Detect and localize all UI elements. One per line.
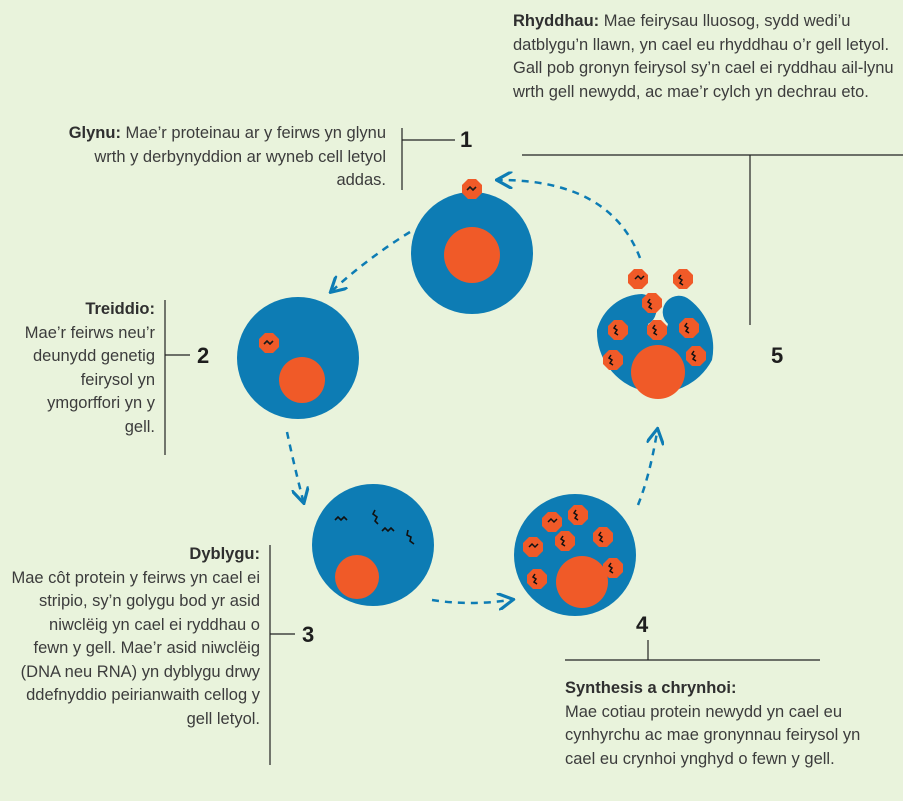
- stage-number-4: 4: [636, 612, 648, 638]
- leader-lines: [165, 128, 903, 765]
- stage-3-description: Dyblygu: Mae côt protein y feirws yn cae…: [10, 543, 260, 731]
- stage-1-title: Glynu:: [69, 124, 121, 142]
- arrow-2-to-3: [287, 432, 303, 500]
- cell-5: [597, 269, 713, 399]
- stage-3-title: Dyblygu:: [189, 545, 260, 563]
- arrow-4-to-5: [638, 432, 657, 505]
- stage-5-description: Rhyddhau: Mae feirysau lluosog, sydd wed…: [513, 10, 903, 104]
- stage-2-body: Mae’r feirws neu’r deunydd genetig feiry…: [25, 324, 155, 436]
- stage-3-body: Mae côt protein y feirws yn cael ei stri…: [11, 569, 260, 728]
- cell-1: [411, 179, 533, 314]
- stage-5-title: Rhyddhau:: [513, 12, 599, 30]
- stage-number-1: 1: [460, 127, 472, 153]
- cell-4: [514, 494, 636, 616]
- stage-1-description: Glynu: Mae’r proteinau ar y feirws yn gl…: [44, 122, 386, 193]
- stage-number-2: 2: [197, 343, 209, 369]
- stage-4-title: Synthesis a chrynhoi:: [565, 679, 736, 697]
- stage-number-3: 3: [302, 622, 314, 648]
- cell-3: [312, 484, 434, 606]
- arrow-3-to-4: [432, 600, 510, 603]
- stage-number-5: 5: [771, 343, 783, 369]
- stage-1-body: Mae’r proteinau ar y feirws yn glynu wrt…: [94, 124, 386, 189]
- stage-2-title: Treiddio:: [85, 300, 155, 318]
- stage-4-description: Synthesis a chrynhoi: Mae cotiau protein…: [565, 677, 895, 771]
- stage-2-description: Treiddio: Mae’r feirws neu’r deunydd gen…: [20, 298, 155, 439]
- arrow-1-to-2: [333, 232, 410, 290]
- stage-4-body: Mae cotiau protein newydd yn cael eu cyn…: [565, 703, 860, 768]
- cell-2: [237, 297, 359, 419]
